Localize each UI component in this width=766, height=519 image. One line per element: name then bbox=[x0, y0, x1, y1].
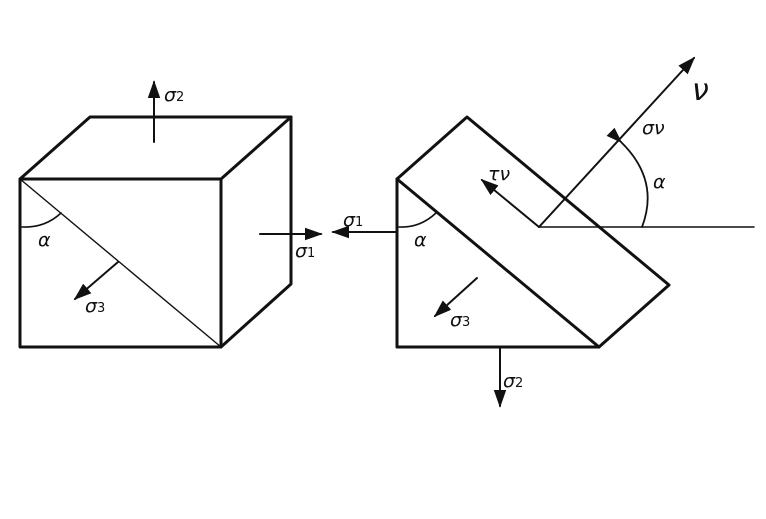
sigma3-left-label: σ3 bbox=[85, 295, 105, 317]
left-cube-top-face bbox=[18, 115, 293, 181]
right-prism bbox=[395, 115, 671, 349]
sigma2-right-label: σ2 bbox=[503, 370, 523, 392]
sigma2-left-label: σ2 bbox=[164, 84, 184, 106]
right-prism-front-face bbox=[395, 177, 601, 349]
sigma3-right-label: σ3 bbox=[450, 309, 470, 331]
right-prism-inclined-face bbox=[395, 115, 671, 349]
alpha-angle-label: α bbox=[653, 171, 666, 193]
alpha-left-label: α bbox=[38, 229, 51, 251]
sigma1-left-label: σ1 bbox=[295, 240, 315, 262]
normal-nu-arrow bbox=[538, 56, 696, 228]
sigma-nu-label: σν bbox=[642, 117, 665, 139]
nu-label: ν bbox=[692, 73, 709, 108]
sigma1-right-label: σ1 bbox=[343, 209, 363, 231]
left-angle-arc bbox=[21, 212, 62, 228]
tau-shear-arrow bbox=[480, 178, 540, 228]
left-cube-side-edges bbox=[219, 115, 293, 349]
alpha-angle-arc bbox=[606, 127, 649, 228]
tau-nu-label: τν bbox=[488, 163, 510, 185]
sigma3-right-arrow bbox=[433, 277, 478, 318]
left-cube-diagonal-plane bbox=[19, 178, 222, 348]
left-cube bbox=[18, 115, 293, 349]
right-angle-arc bbox=[398, 212, 437, 228]
alpha-right-label: α bbox=[414, 229, 427, 251]
sigma3-left-arrow bbox=[73, 261, 119, 301]
